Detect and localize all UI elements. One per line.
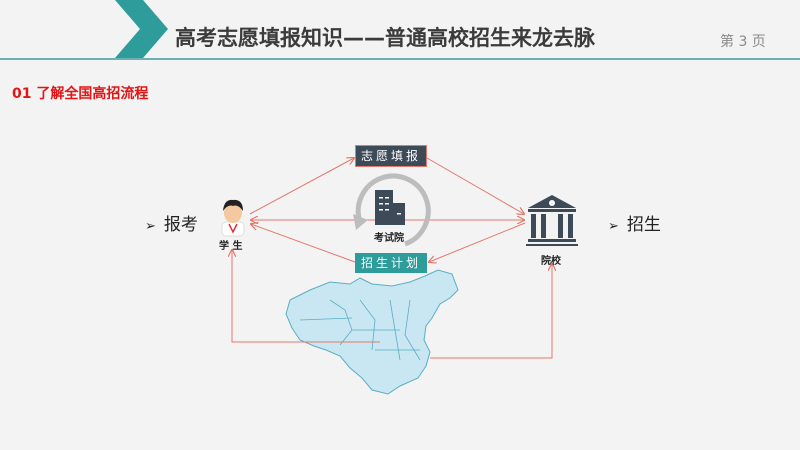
student-icon bbox=[221, 199, 245, 237]
header-chevron bbox=[115, 0, 168, 58]
slide-title: 高考志愿填报知识——普通高校招生来龙去脉 bbox=[175, 26, 595, 50]
school-label: 院校 bbox=[541, 256, 561, 267]
building-icon bbox=[375, 190, 405, 225]
box-enrollment-plan: 招生计划 bbox=[355, 253, 427, 273]
label-admit: ➢ 招生 bbox=[608, 210, 661, 235]
exam-authority-label: 考试院 bbox=[374, 233, 404, 244]
label-apply-text: 报考 bbox=[163, 215, 198, 235]
cycle-arrow-icon bbox=[353, 173, 431, 247]
label-admit-text: 招生 bbox=[626, 215, 661, 235]
box-application: 志愿填报 bbox=[355, 145, 427, 167]
school-icon bbox=[526, 195, 578, 246]
bullet-icon: ➢ bbox=[145, 219, 156, 234]
bullet-icon: ➢ bbox=[608, 219, 619, 234]
label-apply: ➢ 报考 bbox=[145, 210, 198, 235]
page-number: 第 3 页 bbox=[720, 34, 766, 50]
section-heading: 01 了解全国高招流程 bbox=[12, 86, 149, 102]
china-map-icon bbox=[285, 269, 459, 395]
student-label: 学 生 bbox=[219, 241, 243, 252]
